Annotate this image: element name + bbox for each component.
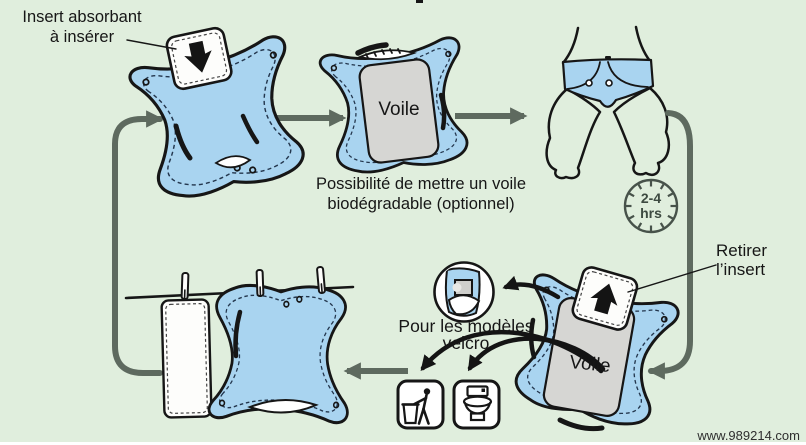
clock-duration-bottom: hrs — [640, 204, 662, 221]
liner-label-top: Voile — [378, 99, 420, 120]
caption-liner-option: Possibilité de mettre un voile biodégrad… — [310, 175, 532, 214]
ink-shadows — [355, 42, 447, 131]
arrow-to-trash — [420, 329, 604, 374]
flow-arrow-wear-remove — [647, 110, 693, 380]
flow-arrow-restart-loop — [112, 110, 164, 376]
ink-shadows — [173, 113, 260, 161]
label-remove-line2: l’insert — [716, 260, 766, 279]
clothespin — [255, 268, 265, 298]
label-insert-line2: à insérer — [49, 28, 115, 46]
arrow-to-velcro-detail — [502, 275, 561, 300]
bottom-border — [0, 442, 806, 445]
clock-icon — [623, 178, 679, 234]
ink-shadows — [233, 309, 243, 359]
arrow-to-toilet — [467, 336, 606, 372]
clothespin — [180, 271, 190, 301]
watermark: www.989214.com — [697, 428, 800, 443]
caption-liner-line1: Possibilité de mettre un voile — [315, 175, 527, 193]
label-remove-line1: Retirer — [716, 241, 768, 260]
trash-disposal-icon — [396, 379, 445, 430]
velcro-tab-detail-icon — [433, 261, 495, 323]
pointer-line-retirer — [627, 264, 717, 293]
absorbent-insert-in — [165, 26, 233, 91]
caption-velcro-line2: velcro — [442, 333, 490, 353]
elastic-stitches — [365, 48, 401, 59]
label-insert-step: Insert absorbant à insérer — [12, 7, 152, 47]
caption-velcro-line1: Pour les modèles — [398, 316, 534, 336]
step2-diaper-with-liner — [317, 35, 475, 178]
clock-duration: 2-4 hrs — [634, 191, 668, 220]
pointer-line-insert — [126, 39, 177, 50]
navel-mark — [605, 56, 611, 59]
caption-velcro-models: Pour les modèles velcro — [396, 316, 536, 353]
baby-wearing-diaper — [545, 25, 670, 180]
absorbent-insert-out — [571, 266, 639, 331]
label-remove-insert: Retirer l’insert — [716, 241, 796, 279]
drying-diaper — [207, 283, 352, 425]
step1-open-diaper — [126, 32, 313, 206]
drying-insert — [160, 298, 213, 419]
toilet-disposal-icon — [452, 379, 501, 430]
caption-liner-line2: biodégradable (optionnel) — [327, 194, 515, 213]
clock-duration-top: 2-4 — [640, 190, 662, 206]
label-insert-line1: Insert absorbant — [22, 8, 142, 26]
arrow-down-icon — [184, 40, 212, 73]
cropped-title-remnant — [416, 0, 423, 3]
arrow-up-icon — [590, 283, 618, 315]
clothespin — [316, 265, 326, 295]
liner-panel-top — [358, 58, 440, 164]
